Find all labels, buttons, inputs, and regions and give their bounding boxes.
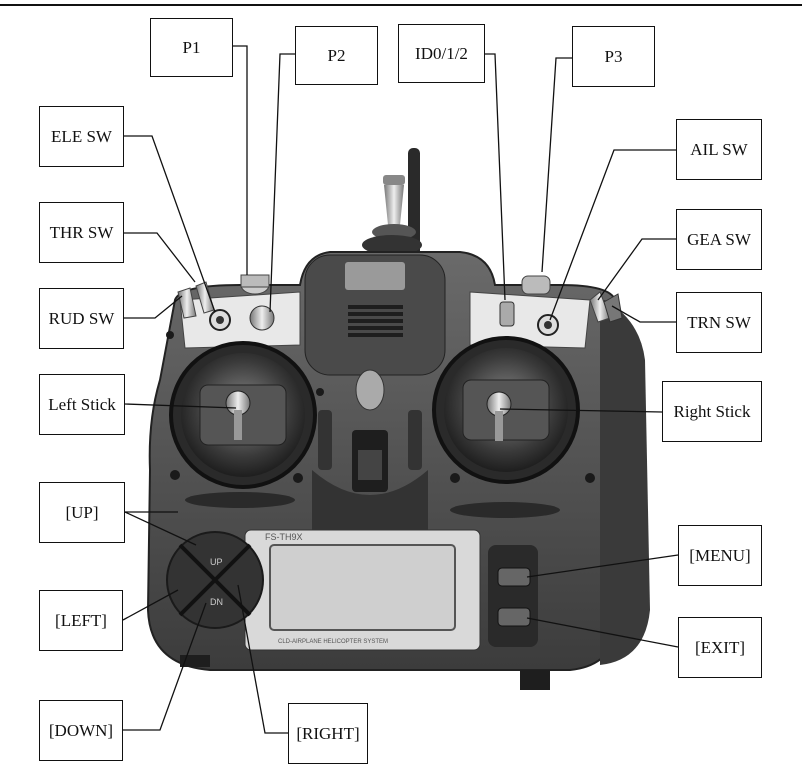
label-ail-sw: AIL SW <box>676 119 762 180</box>
dpad-left-button[interactable] <box>172 565 198 597</box>
top-border-line <box>0 4 802 6</box>
ail-switch-icon[interactable] <box>537 314 559 336</box>
left-stick-gimbal[interactable] <box>169 341 317 489</box>
label-menu: [MENU] <box>678 525 762 586</box>
p1-knob-icon[interactable] <box>240 274 270 295</box>
label-right: [RIGHT] <box>288 703 368 764</box>
dpad-up-button[interactable] <box>196 540 234 566</box>
label-ele-sw: ELE SW <box>39 106 124 167</box>
label-left: [LEFT] <box>39 590 123 651</box>
label-down: [DOWN] <box>39 700 123 761</box>
label-p3: P3 <box>572 26 655 87</box>
label-thr-sw: THR SW <box>39 202 124 263</box>
trn-switch-icon[interactable] <box>603 293 623 323</box>
label-p2: P2 <box>295 26 378 85</box>
p3-knob-icon[interactable] <box>521 275 551 295</box>
screws <box>166 331 595 483</box>
dpad-up-label: UP <box>210 557 223 567</box>
menu-exit-panel <box>488 545 538 647</box>
antenna <box>362 148 422 260</box>
label-p1: P1 <box>150 18 233 77</box>
center-trims <box>185 369 560 545</box>
label-gea-sw: GEA SW <box>676 209 762 270</box>
rud-switch-icon[interactable] <box>177 287 197 319</box>
label-exit: [EXIT] <box>678 617 762 678</box>
label-right-stick: Right Stick <box>662 381 762 442</box>
dpad-down-button[interactable] <box>196 595 234 621</box>
model-text: FS-TH9X <box>265 532 303 542</box>
right-stick-gimbal[interactable] <box>432 336 580 484</box>
lcd-panel: FS-TH9X CLD-AIRPLANE HELICOPTER SYSTEM <box>244 529 481 651</box>
label-up: [UP] <box>39 482 125 543</box>
label-id012: ID0/1/2 <box>398 24 485 83</box>
lcd-caption: CLD-AIRPLANE HELICOPTER SYSTEM <box>278 639 388 645</box>
label-rud-sw: RUD SW <box>39 288 124 349</box>
ele-switch-icon[interactable] <box>209 309 231 331</box>
label-trn-sw: TRN SW <box>676 292 762 353</box>
dpad: UP DN <box>166 531 264 629</box>
id012-switch-icon[interactable] <box>499 301 515 327</box>
dpad-right-button[interactable] <box>232 565 258 597</box>
menu-button[interactable] <box>497 567 531 587</box>
p2-knob-icon[interactable] <box>249 305 275 331</box>
leader-lines <box>122 45 679 734</box>
label-left-stick: Left Stick <box>39 374 125 435</box>
exit-button[interactable] <box>497 607 531 627</box>
dpad-down-label: DN <box>210 597 223 607</box>
